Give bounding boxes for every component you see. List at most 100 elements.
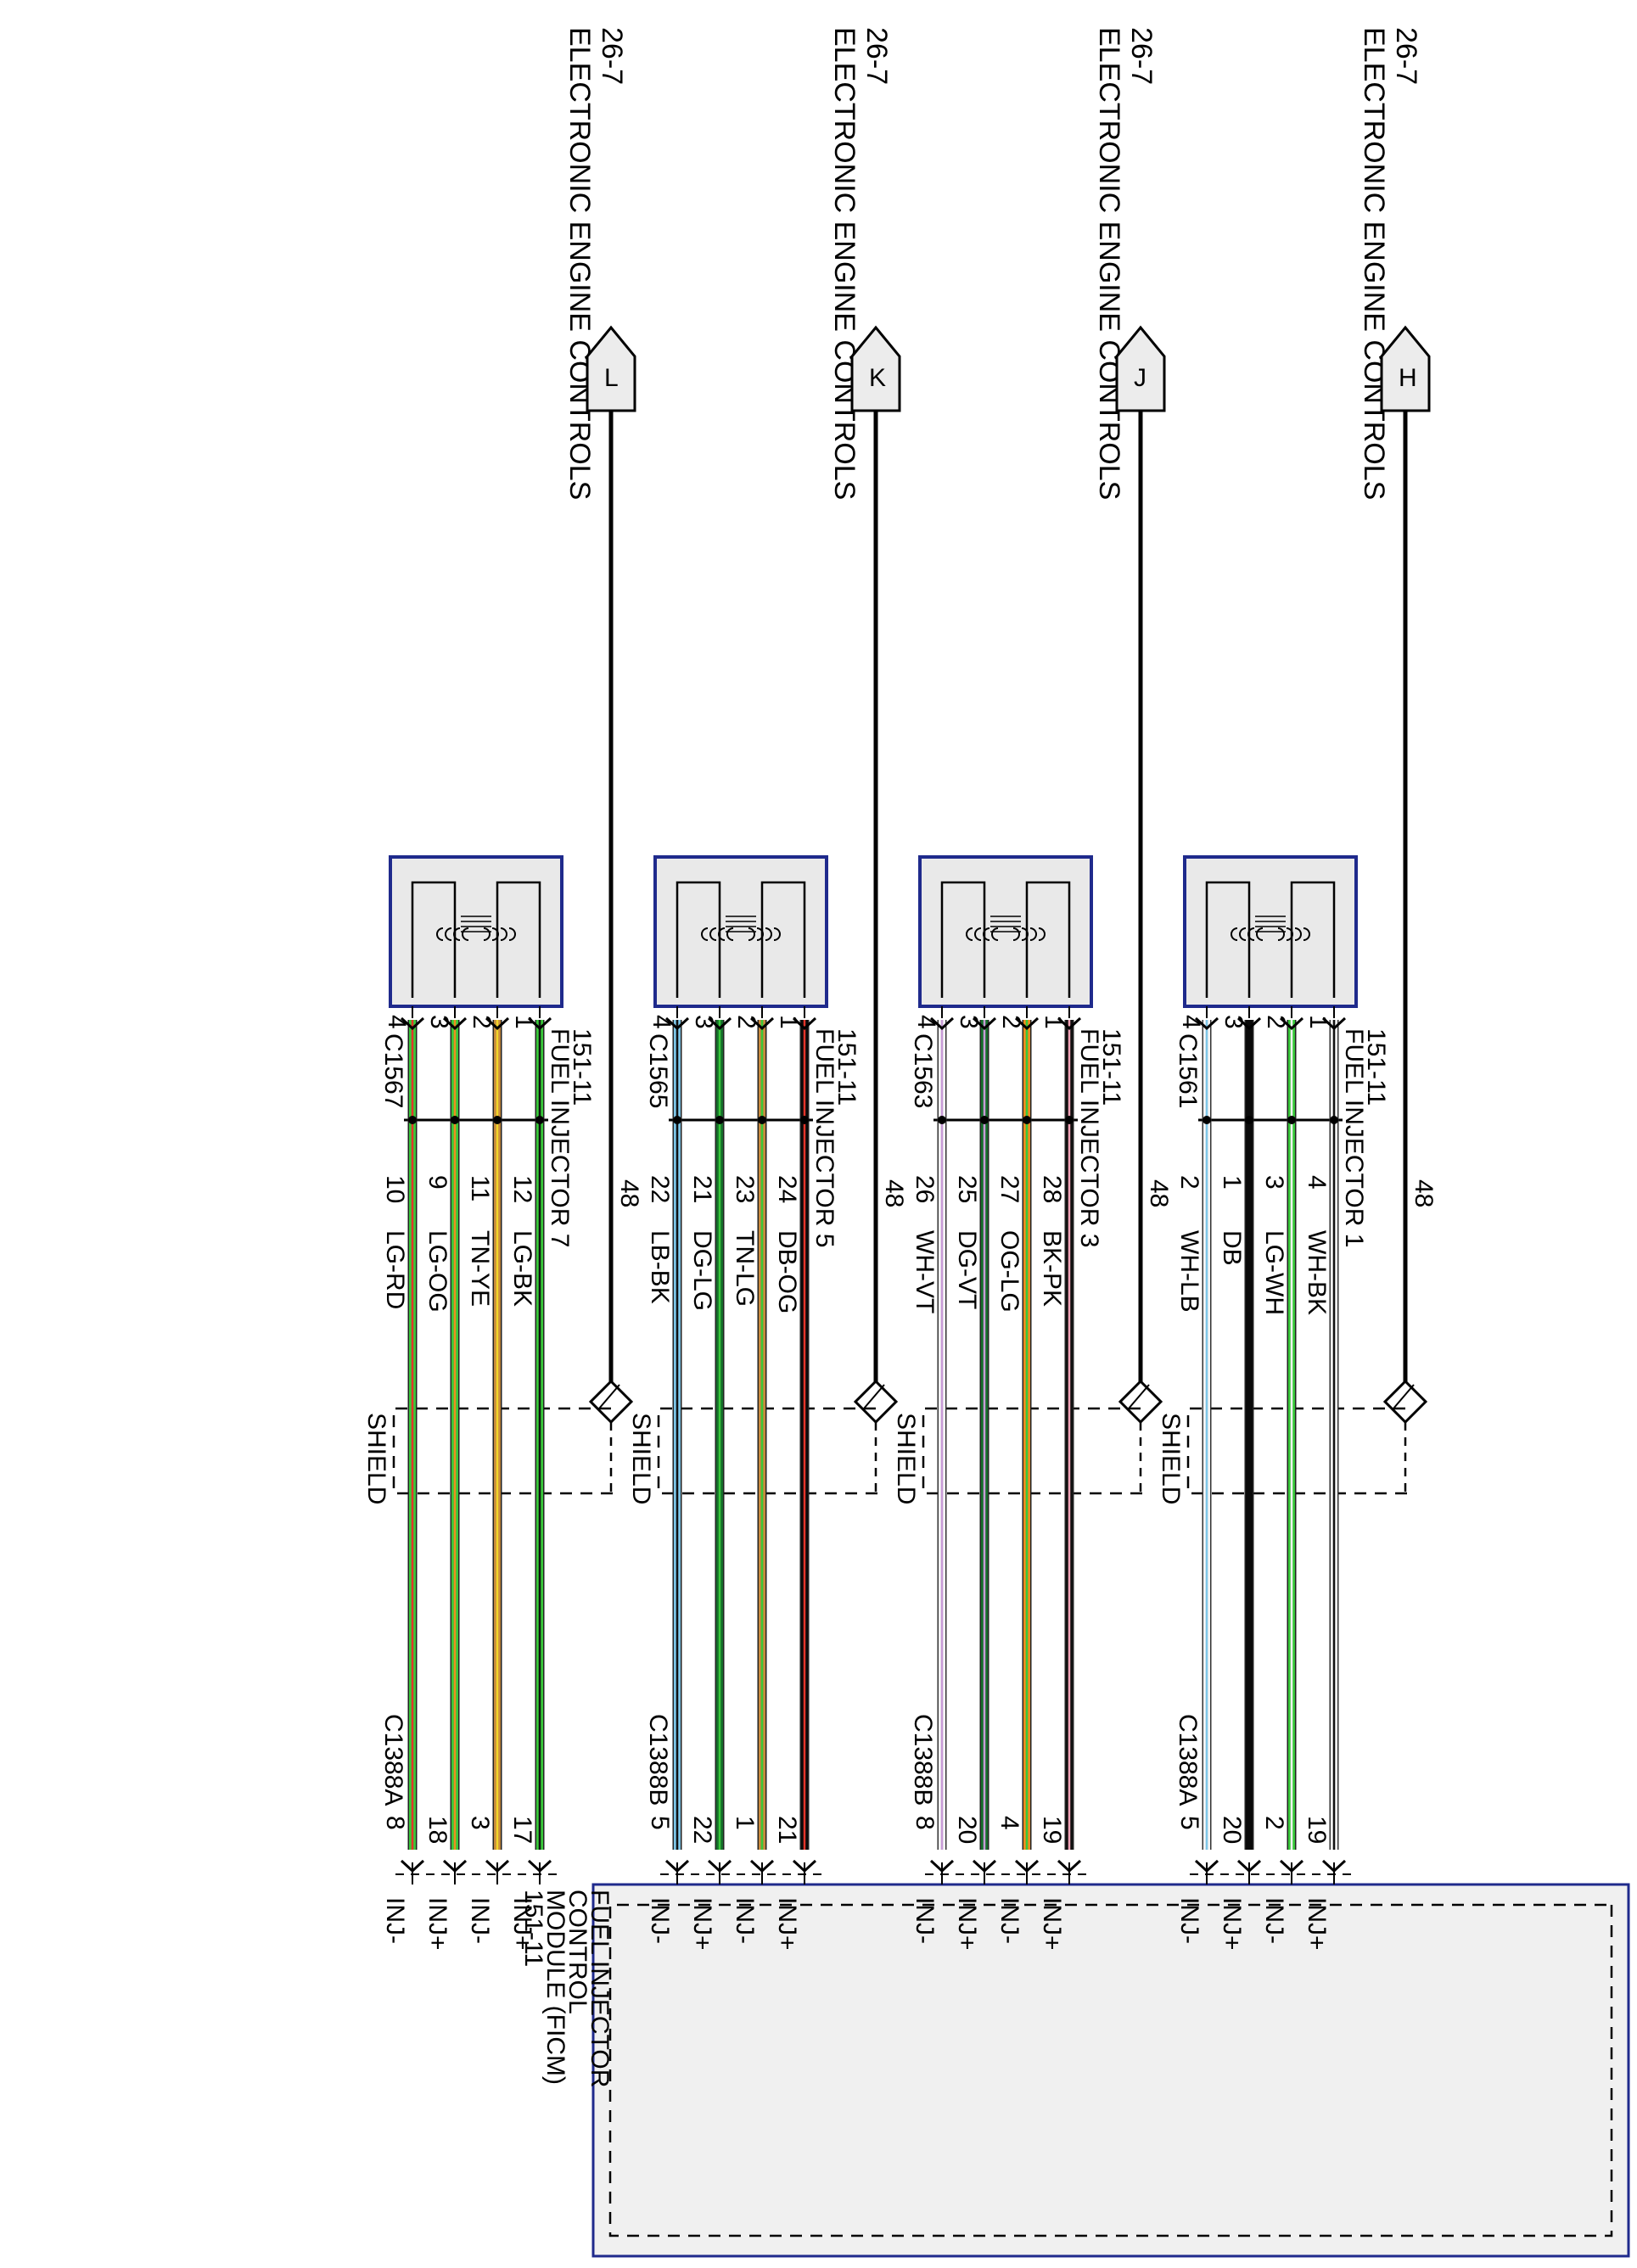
circuit-number: 9 — [423, 1175, 451, 1190]
shield-label: SHIELD — [892, 1413, 920, 1504]
module-pin-function: INJ- — [731, 1897, 759, 1944]
injector-coil-turn — [1277, 927, 1285, 941]
module-pin-function: INJ+ — [688, 1897, 716, 1951]
injector-pin-fork — [749, 1016, 775, 1031]
injector-coil-lead — [1025, 881, 1071, 998]
module-connector-id: C1388B — [644, 1714, 672, 1806]
injector-pin-fork — [1321, 1016, 1347, 1031]
wire-color-code: DG-LG — [688, 1230, 716, 1311]
module-pin-number: 1 — [731, 1816, 759, 1830]
circuit-number: 10 — [381, 1175, 409, 1203]
injector-pin-number: 4 — [648, 1015, 676, 1029]
module-pin-function: INJ+ — [1303, 1897, 1331, 1951]
module-pin-function: INJ+ — [953, 1897, 981, 1951]
injector-pin-number: 1 — [775, 1015, 803, 1029]
circuit-number: 11 — [466, 1175, 494, 1201]
circuit-number: 24 — [773, 1175, 801, 1203]
wire-color-code: WH-VT — [911, 1230, 939, 1313]
tie-point — [1330, 1116, 1338, 1124]
injector-coil-turn — [436, 927, 444, 941]
injector-coil-turn — [991, 927, 999, 941]
injector-coil-turn — [1256, 927, 1264, 941]
circuit-number: 1 — [1218, 1175, 1246, 1190]
circuit-number: 3 — [1260, 1175, 1288, 1190]
injector-pin-fork — [929, 1016, 955, 1031]
injector-coil-turn — [1294, 927, 1302, 941]
module-pin-number: 2 — [1260, 1816, 1288, 1830]
injector-pin-fork — [972, 1016, 997, 1031]
injector-pin-fork — [1236, 1016, 1262, 1031]
injector-pin-fork — [664, 1016, 690, 1031]
injector-pin-fork — [1014, 1016, 1040, 1031]
source-label: ELECTRONIC ENGINE CONTROLS — [1358, 27, 1390, 500]
injector-coil-turn — [966, 927, 973, 941]
shield-label: SHIELD — [362, 1413, 390, 1504]
injector-coil-turn — [1029, 927, 1037, 941]
module-pin-number: 8 — [381, 1816, 409, 1830]
source-label: ELECTRONIC ENGINE CONTROLS — [1093, 27, 1125, 500]
injector-pin-number: 3 — [425, 1015, 453, 1029]
module-pin-function: INJ- — [1175, 1897, 1203, 1944]
injector-pin-number: 1 — [510, 1015, 538, 1029]
tie-point — [980, 1116, 989, 1124]
shield-boundary — [922, 1407, 1144, 1495]
fuel-injector-name: FUEL INJECTOR 7 — [546, 1028, 574, 1247]
tie-point — [493, 1116, 502, 1124]
fuel-injector-page-ref: 151-11 — [1097, 1028, 1125, 1106]
tie-point — [758, 1116, 766, 1124]
module-pin-function: INJ- — [911, 1897, 939, 1944]
injector-pin-number: 4 — [383, 1015, 411, 1029]
injector-pin-number: 2 — [732, 1015, 760, 1029]
fuel-injector-name: FUEL INJECTOR 5 — [810, 1028, 838, 1247]
injector-coil-lead — [1290, 881, 1336, 998]
circuit-number: 26 — [911, 1175, 939, 1203]
wire-color-code: LB-BK — [646, 1230, 674, 1304]
injector-coil-turn — [718, 927, 726, 941]
module-pin-number: 5 — [646, 1816, 674, 1830]
injector-coil-lead — [496, 881, 541, 998]
injector-pin-number: 3 — [690, 1015, 718, 1029]
shield-splice — [1118, 1379, 1163, 1425]
module-pin-fork — [749, 1859, 775, 1873]
wire-color-code: LG-WH — [1260, 1230, 1288, 1315]
injector-coil-turn — [1231, 927, 1238, 941]
injector-coil-turn — [491, 927, 499, 941]
module-pin-fork — [485, 1859, 510, 1873]
off-page-connector-letter: J — [1134, 364, 1146, 392]
shield-pin-number: 48 — [880, 1179, 908, 1207]
fuel-injector-page-ref: 151-11 — [1362, 1028, 1390, 1106]
shield-splice-mark — [598, 1384, 620, 1409]
tie-point — [535, 1116, 544, 1124]
shield-pin-number: 48 — [1145, 1179, 1173, 1207]
wire-color-code: TN-YE — [466, 1230, 494, 1307]
module-pin-function: INJ+ — [423, 1897, 451, 1951]
injector-pin-number: 1 — [1040, 1015, 1068, 1029]
injector-coil-turn — [445, 927, 452, 941]
injector-pin-number: 2 — [997, 1015, 1025, 1029]
source-label: ELECTRONIC ENGINE CONTROLS — [563, 27, 596, 500]
injector-pin-number: 1 — [1304, 1015, 1332, 1029]
module-pin-number: 4 — [995, 1816, 1023, 1830]
shield-boundary — [657, 1407, 879, 1495]
wire-color-code: TN-LG — [731, 1230, 759, 1307]
module-pin-fork — [1279, 1859, 1304, 1873]
fuel-injector-name: FUEL INJECTOR 3 — [1075, 1028, 1103, 1247]
injector-coil-lead — [1205, 881, 1251, 998]
injector-coil-turn — [1021, 927, 1029, 941]
injector-pin-number: 4 — [1177, 1015, 1205, 1029]
module-pin-fork — [664, 1859, 690, 1873]
module-pin-number: 17 — [508, 1816, 536, 1844]
injector-coil-turn — [1286, 927, 1293, 941]
module-pin-fork — [972, 1859, 997, 1873]
module-pin-function: INJ+ — [508, 1897, 536, 1951]
module-pin-number: 21 — [773, 1816, 801, 1844]
